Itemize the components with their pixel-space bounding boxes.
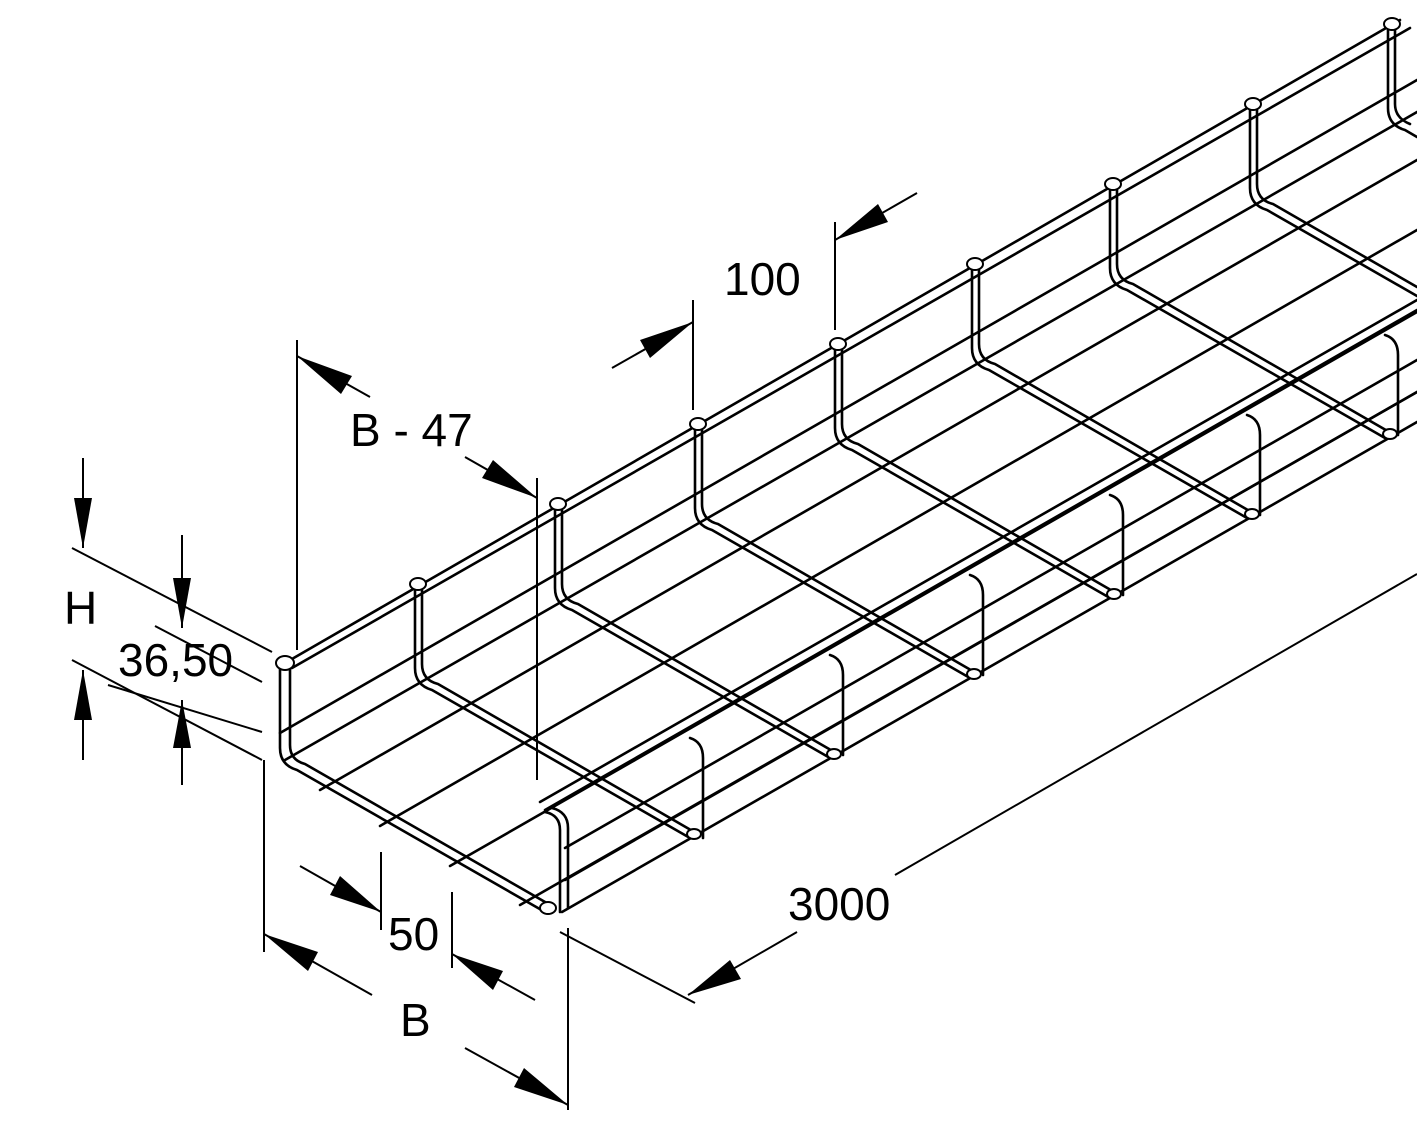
weld-points bbox=[275, 17, 1401, 915]
label-height: H bbox=[64, 582, 97, 634]
dimension-lines bbox=[71, 192, 1417, 1110]
transverse-wires bbox=[413, 22, 1417, 840]
label-bottom-pitch: 50 bbox=[388, 908, 439, 960]
label-b-minus-47: B - 47 bbox=[350, 404, 473, 456]
dimension-labels: B - 47 100 H 36,50 50 B 3000 bbox=[64, 253, 890, 1046]
label-width: B bbox=[400, 994, 431, 1046]
label-length: 3000 bbox=[788, 878, 890, 930]
label-mesh-pitch: 100 bbox=[724, 253, 801, 305]
label-side-height: 36,50 bbox=[118, 634, 233, 686]
wire-mesh-tray bbox=[275, 17, 1417, 915]
